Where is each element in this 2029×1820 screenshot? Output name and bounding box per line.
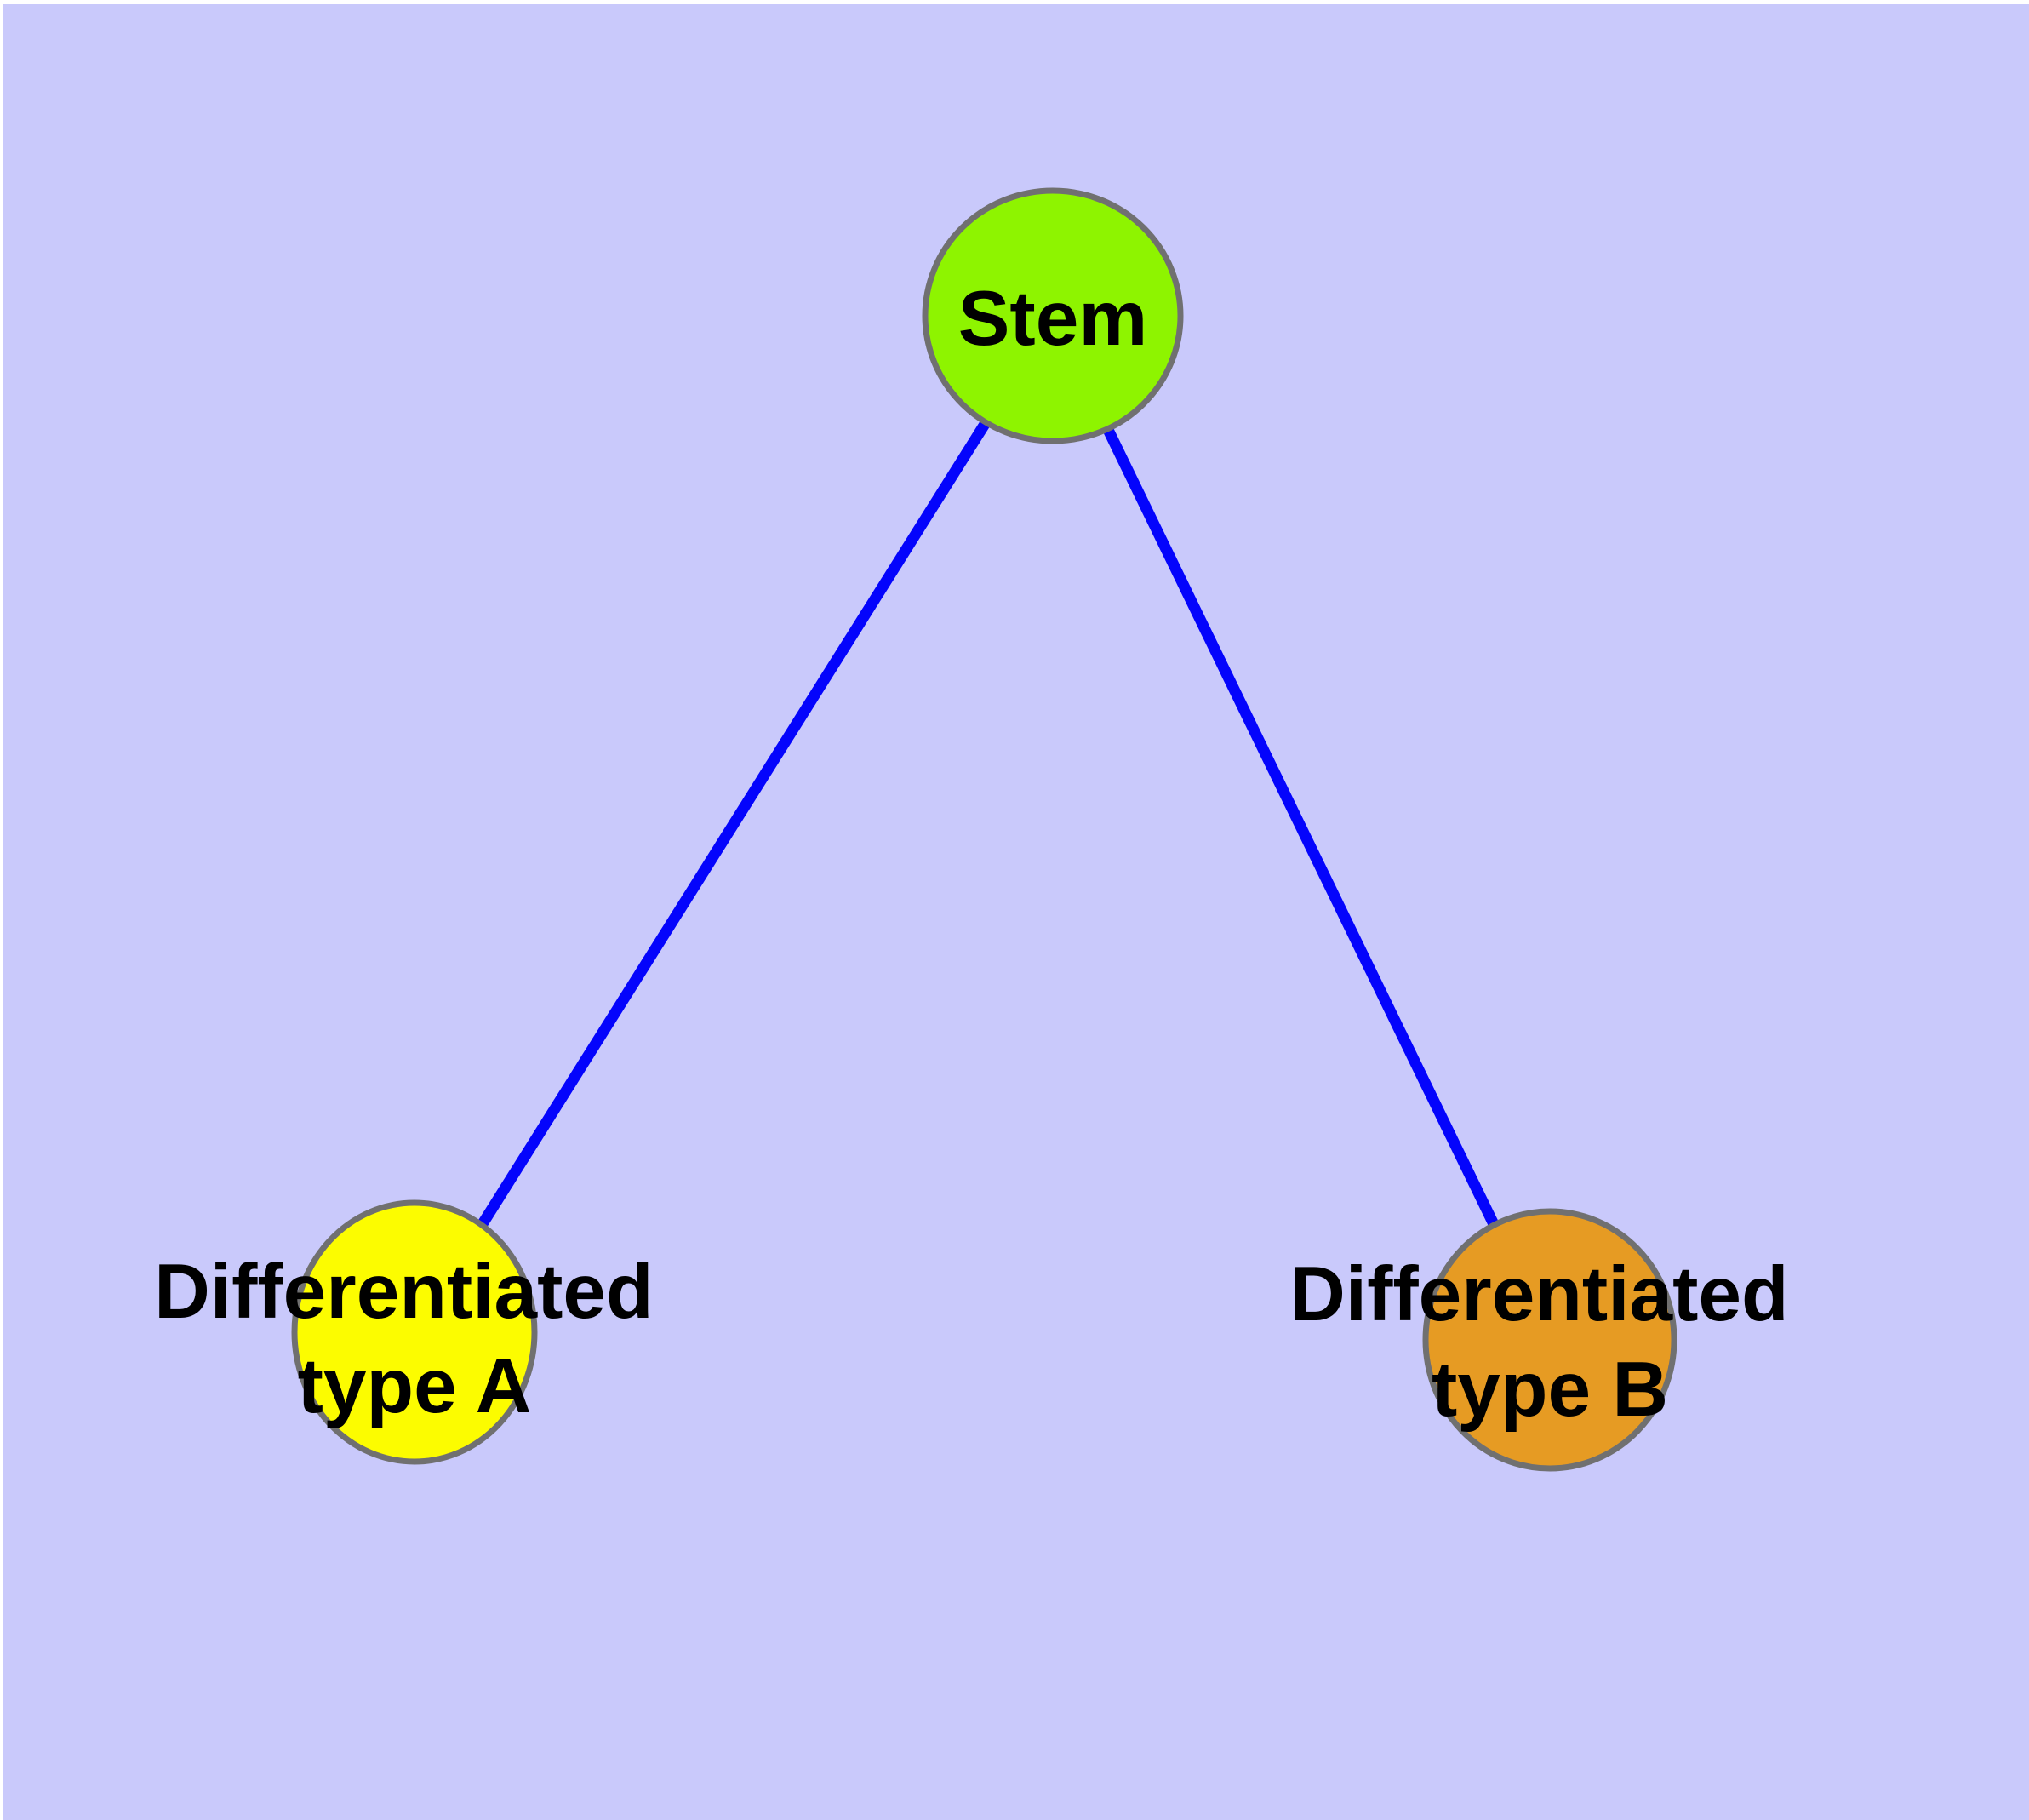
node-differentiated-type-b: Differentiated type B (1289, 1208, 1810, 1472)
edge-stem-to-type-a (409, 312, 1058, 1336)
node-differentiated-type-a: Differentiated type A (154, 1199, 675, 1465)
node-type-a-circle (291, 1199, 538, 1465)
node-type-a-label-line2: type A (298, 1343, 532, 1429)
node-type-b-label-line1: Differentiated (1289, 1251, 1789, 1337)
edge-stem-to-type-b (1048, 313, 1555, 1342)
node-type-a-label-line1: Differentiated (154, 1249, 654, 1335)
node-type-a-label: Differentiated type A (154, 1249, 675, 1429)
edge-layer (409, 312, 1555, 1342)
node-type-b-label: Differentiated type B (1289, 1251, 1810, 1433)
node-type-b-label-line2: type B (1432, 1347, 1668, 1433)
node-stem-circle (922, 187, 1184, 444)
node-stem-label: Stem (958, 276, 1148, 362)
node-stem: Stem (922, 187, 1184, 444)
node-type-b-circle (1422, 1208, 1677, 1472)
